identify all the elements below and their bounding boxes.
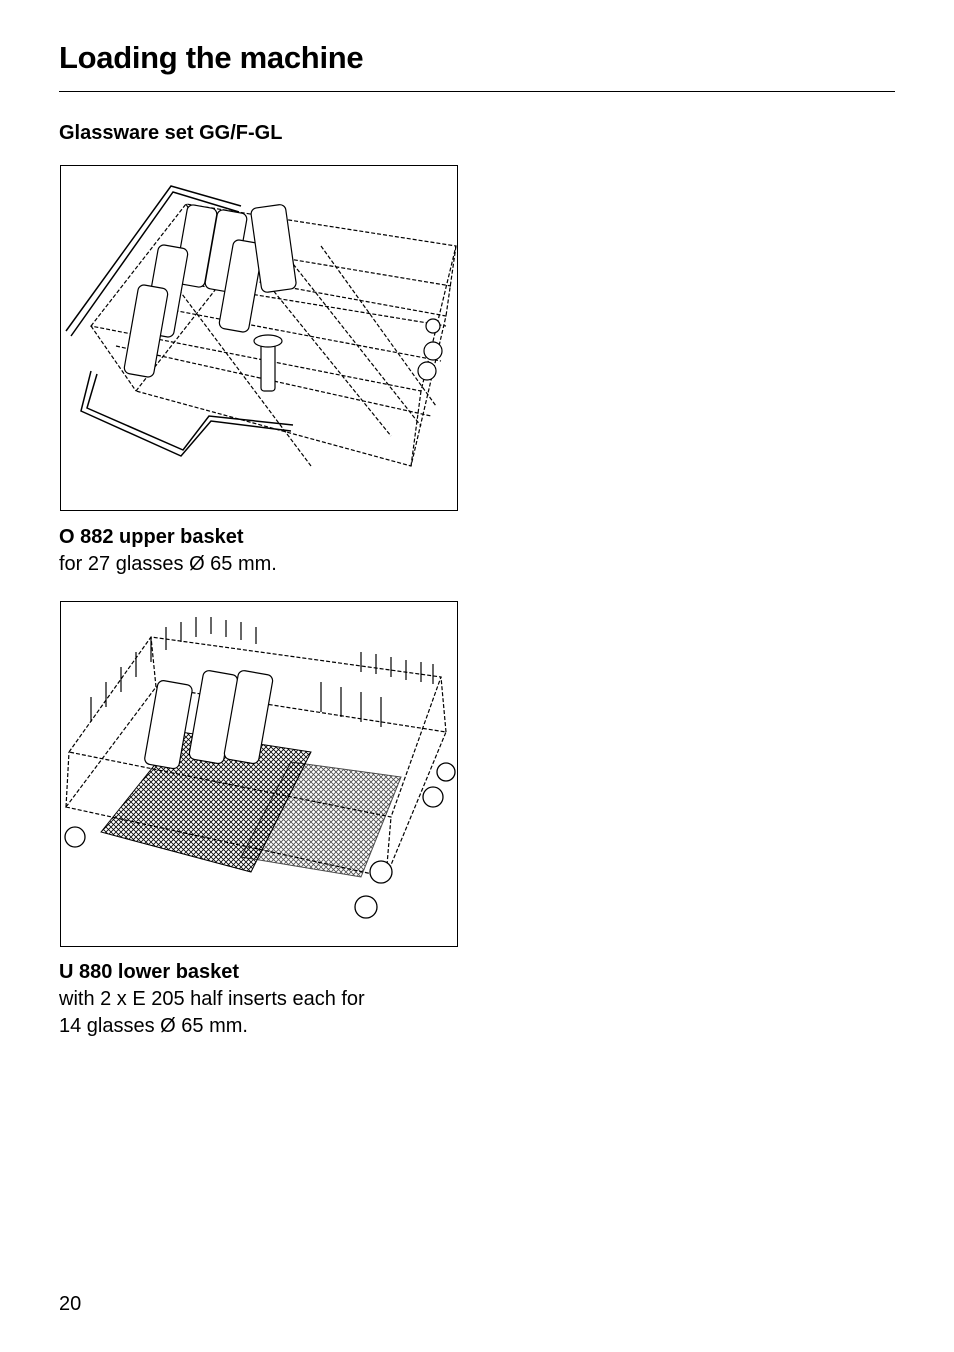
upper-basket-illustration xyxy=(60,165,458,511)
page-number: 20 xyxy=(59,1293,82,1315)
page-title: Loading the machine xyxy=(59,40,364,75)
lower-basket-caption-line-2: 14 glasses Ø 65 mm. xyxy=(59,1015,248,1037)
title-divider xyxy=(59,91,895,92)
section-subtitle: Glassware set GG/F-GL xyxy=(59,122,283,144)
lower-basket-caption-title: U 880 lower basket xyxy=(59,961,240,983)
upper-basket-caption: O 882 upper basket for 27 glasses Ø 65 m… xyxy=(59,524,277,578)
lower-basket-caption: U 880 lower basket with 2 x E 205 half i… xyxy=(59,959,365,1040)
lower-basket-caption-line-1: with 2 x E 205 half inserts each for xyxy=(59,988,365,1010)
upper-basket-caption-line: for 27 glasses Ø 65 mm. xyxy=(59,553,277,575)
lower-basket-illustration xyxy=(60,601,458,947)
upper-basket-caption-title: O 882 upper basket xyxy=(59,526,244,548)
